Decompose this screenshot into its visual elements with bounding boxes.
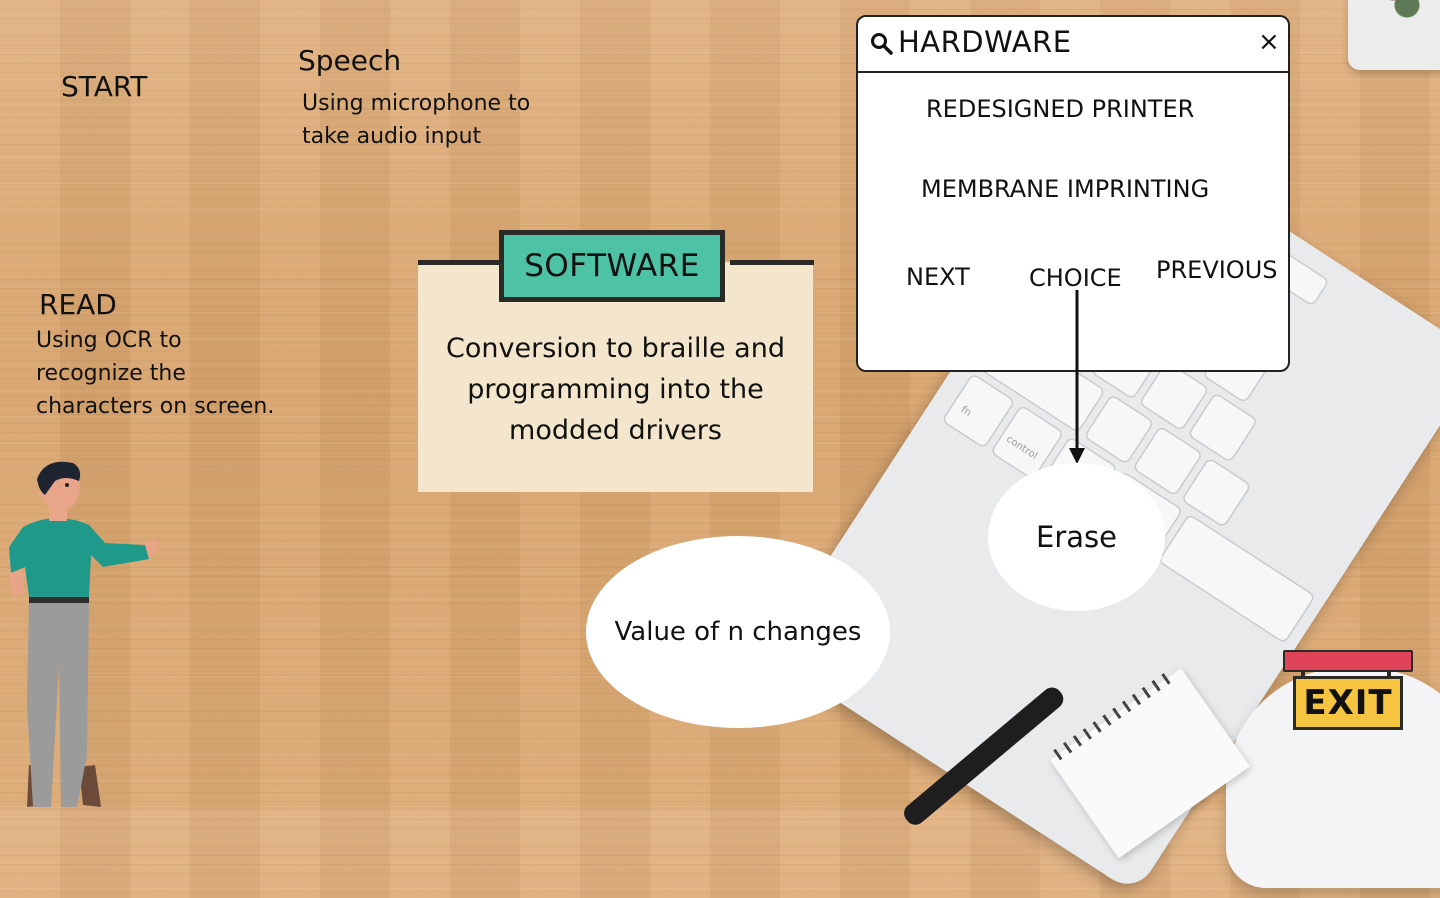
software-divider-right bbox=[730, 260, 814, 265]
software-tag[interactable]: SOFTWARE bbox=[499, 230, 725, 302]
choice-to-erase-arrow bbox=[1069, 290, 1085, 464]
option-redesigned-printer[interactable]: REDESIGNED PRINTER bbox=[926, 95, 1195, 123]
software-line-2: programming into the bbox=[467, 374, 764, 405]
software-line-3: modded drivers bbox=[509, 415, 722, 446]
speech-title: Speech bbox=[298, 44, 402, 77]
read-title: READ bbox=[39, 288, 117, 321]
hardware-panel: HARDWARE × REDESIGNED PRINTER MEMBRANE I… bbox=[856, 15, 1290, 372]
hardware-title: HARDWARE bbox=[898, 25, 1072, 59]
read-line-1: Using OCR to bbox=[36, 328, 182, 353]
speech-line-2: take audio input bbox=[302, 124, 482, 149]
choice-button[interactable]: CHOICE bbox=[1029, 264, 1122, 292]
exit-sign[interactable]: EXIT bbox=[1283, 650, 1413, 730]
value-changes-label: Value of n changes bbox=[614, 617, 862, 647]
speech-line-1: Using microphone to bbox=[302, 91, 531, 116]
previous-button[interactable]: PREVIOUS bbox=[1156, 256, 1278, 284]
next-button[interactable]: NEXT bbox=[906, 263, 970, 291]
read-line-3: characters on screen. bbox=[36, 394, 275, 419]
read-description: Using OCR to recognize the characters on… bbox=[36, 324, 274, 423]
software-tag-label: SOFTWARE bbox=[524, 248, 700, 284]
plant-pot bbox=[1348, 0, 1440, 70]
hardware-search-bar[interactable]: HARDWARE × bbox=[858, 17, 1288, 73]
search-icon bbox=[871, 33, 893, 55]
exit-sign-bar bbox=[1283, 650, 1413, 672]
presenter-character bbox=[5, 455, 165, 810]
close-icon[interactable]: × bbox=[1258, 27, 1280, 57]
option-membrane-imprinting[interactable]: MEMBRANE IMPRINTING bbox=[921, 175, 1210, 203]
exit-sign-board: EXIT bbox=[1293, 676, 1403, 730]
read-line-2: recognize the bbox=[36, 361, 186, 386]
software-description: Conversion to braille and programming in… bbox=[418, 328, 813, 451]
presenter-illustration bbox=[9, 461, 158, 807]
exit-label: EXIT bbox=[1303, 683, 1393, 723]
value-changes-node[interactable]: Value of n changes bbox=[586, 536, 890, 728]
speech-description: Using microphone to take audio input bbox=[302, 87, 530, 153]
erase-node[interactable]: Erase bbox=[988, 463, 1165, 611]
erase-label: Erase bbox=[1036, 520, 1117, 554]
plant-leaves bbox=[1372, 0, 1440, 20]
software-divider-left bbox=[418, 260, 502, 265]
start-label: START bbox=[61, 70, 148, 103]
software-line-1: Conversion to braille and bbox=[446, 333, 785, 364]
